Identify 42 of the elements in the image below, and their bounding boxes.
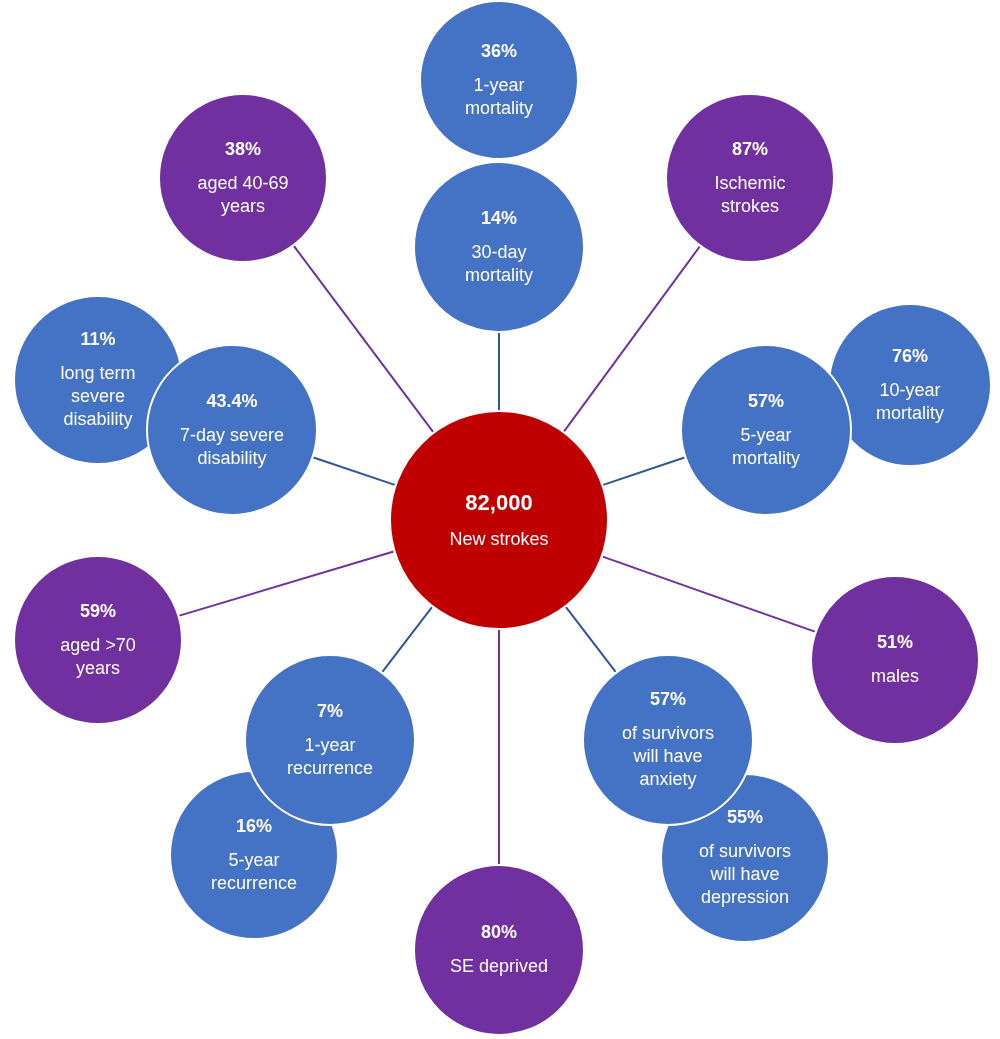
statistic-value: 87% [732,138,768,160]
statistic-value: 14% [481,207,517,229]
statistic-label: 7-day severe disability [178,423,286,470]
connector-line [601,555,816,633]
statistic-value: 11% [80,329,116,350]
statistic-label: 1-year mortality [464,73,534,120]
statistic-label: 30-day mortality [464,240,534,287]
connector-line [602,456,686,486]
statistic-label: 1-year recurrence [285,733,374,780]
statistic-value: 16% [236,815,272,837]
statistic-value: 76% [892,345,928,367]
statistic-label: aged >70 years [59,633,137,680]
statistic-value: 57% [650,689,686,710]
statistic-value: 43.4% [206,390,258,412]
statistic-value: 7% [317,700,343,722]
statistic-label: aged 40-69 years [196,171,290,218]
statistic-label: 10-year mortality [875,378,945,425]
statistic-value: 36% [481,40,517,62]
statistic-label: Ischemic strokes [713,171,787,218]
connector-line [565,606,617,673]
connector-line [498,629,500,865]
statistic-label: of survivors will have depression [698,840,792,909]
connector-line [292,245,435,433]
connector-line [563,245,701,433]
statistic-value: 80% [481,922,517,943]
statistic-label: of survivors will have anxiety [621,722,715,791]
statistic-value: 82,000 [465,489,533,516]
statistic-value: 38% [225,138,261,160]
statistic-label: New strokes [449,527,549,551]
statistic-label: long term severe disability [59,362,137,431]
statistic-value: 59% [80,600,116,622]
statistic-label: SE deprived [449,955,549,978]
statistic-label: 5-year recurrence [209,848,298,895]
connector-line [178,550,395,617]
statistic-label: 5-year mortality [731,423,801,470]
connector-line [312,456,396,486]
connector-line [381,606,433,673]
connector-line [498,332,500,411]
statistic-label: males [871,665,919,688]
statistic-value: 51% [877,632,913,653]
statistic-value: 55% [727,807,763,828]
statistic-value: 57% [748,390,784,412]
